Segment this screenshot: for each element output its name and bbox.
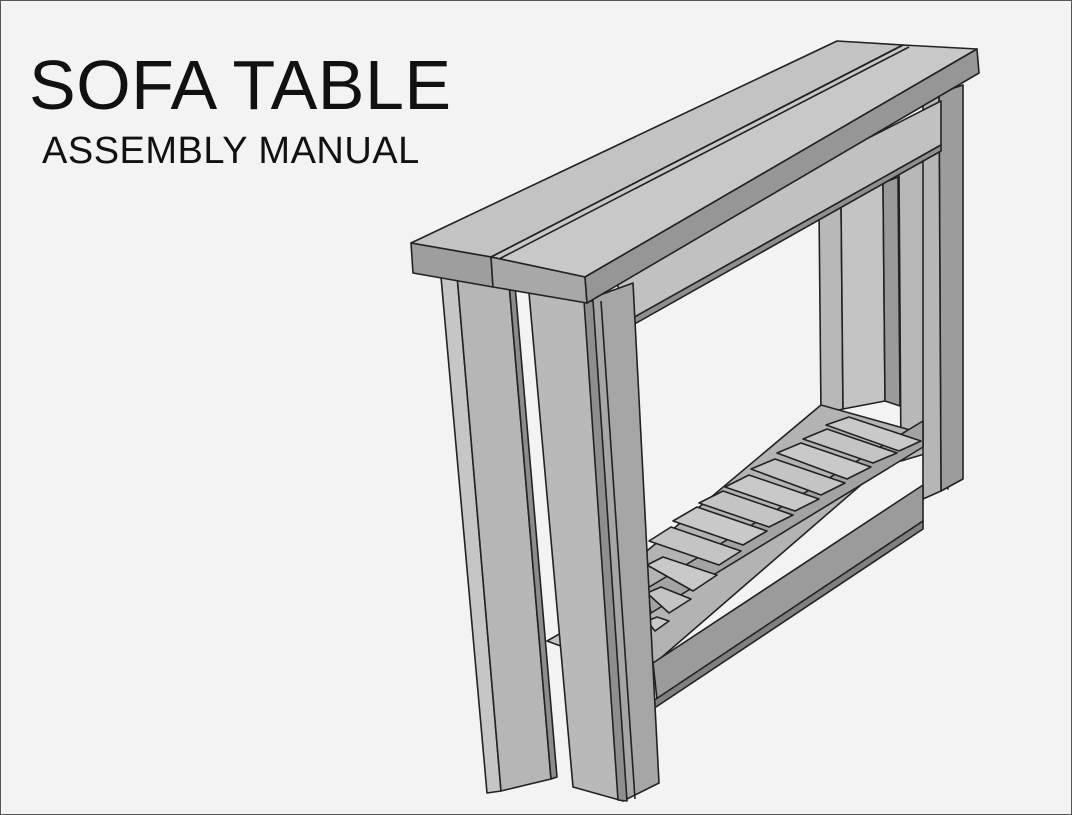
table-top	[410, 40, 980, 304]
right-front-leg	[922, 84, 964, 500]
back-left-leg	[818, 176, 901, 416]
manual-subtitle: ASSEMBLY MANUAL	[42, 130, 420, 172]
left-back-leg	[440, 274, 558, 794]
shelf-slats	[546, 416, 922, 650]
left-front-leg	[528, 282, 660, 802]
manual-title: SOFA TABLE	[29, 46, 452, 124]
